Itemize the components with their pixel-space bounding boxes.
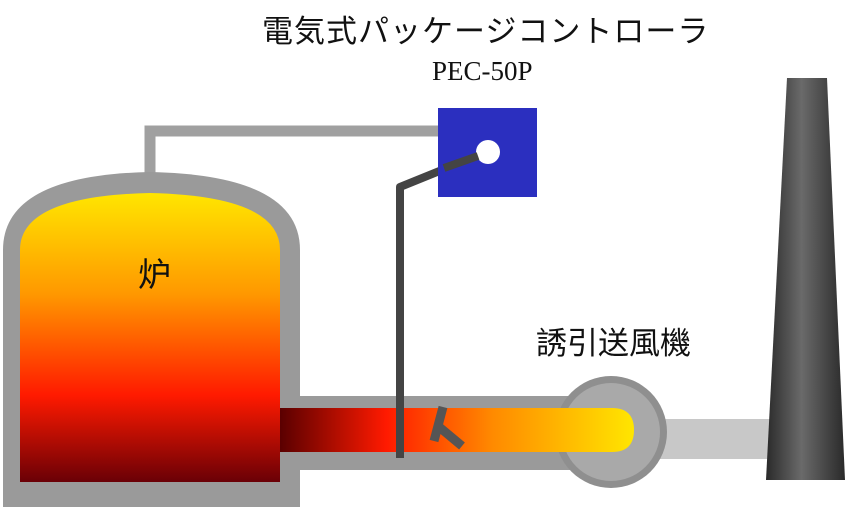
damper-blade bbox=[429, 405, 448, 443]
smokestack bbox=[766, 78, 845, 480]
fan-label: 誘引送風機 bbox=[536, 326, 691, 362]
controller-model: PEC-50P bbox=[432, 56, 533, 86]
controller-probe-link bbox=[442, 152, 480, 172]
flue-gas-flow bbox=[280, 408, 634, 452]
damper-arm bbox=[435, 422, 465, 450]
furnace-label: 炉 bbox=[138, 255, 171, 294]
controller-title: 電気式パッケージコントローラ bbox=[262, 14, 710, 50]
controller-indicator bbox=[476, 140, 500, 164]
signal-line bbox=[144, 125, 440, 176]
furnace-chamber bbox=[20, 193, 280, 482]
